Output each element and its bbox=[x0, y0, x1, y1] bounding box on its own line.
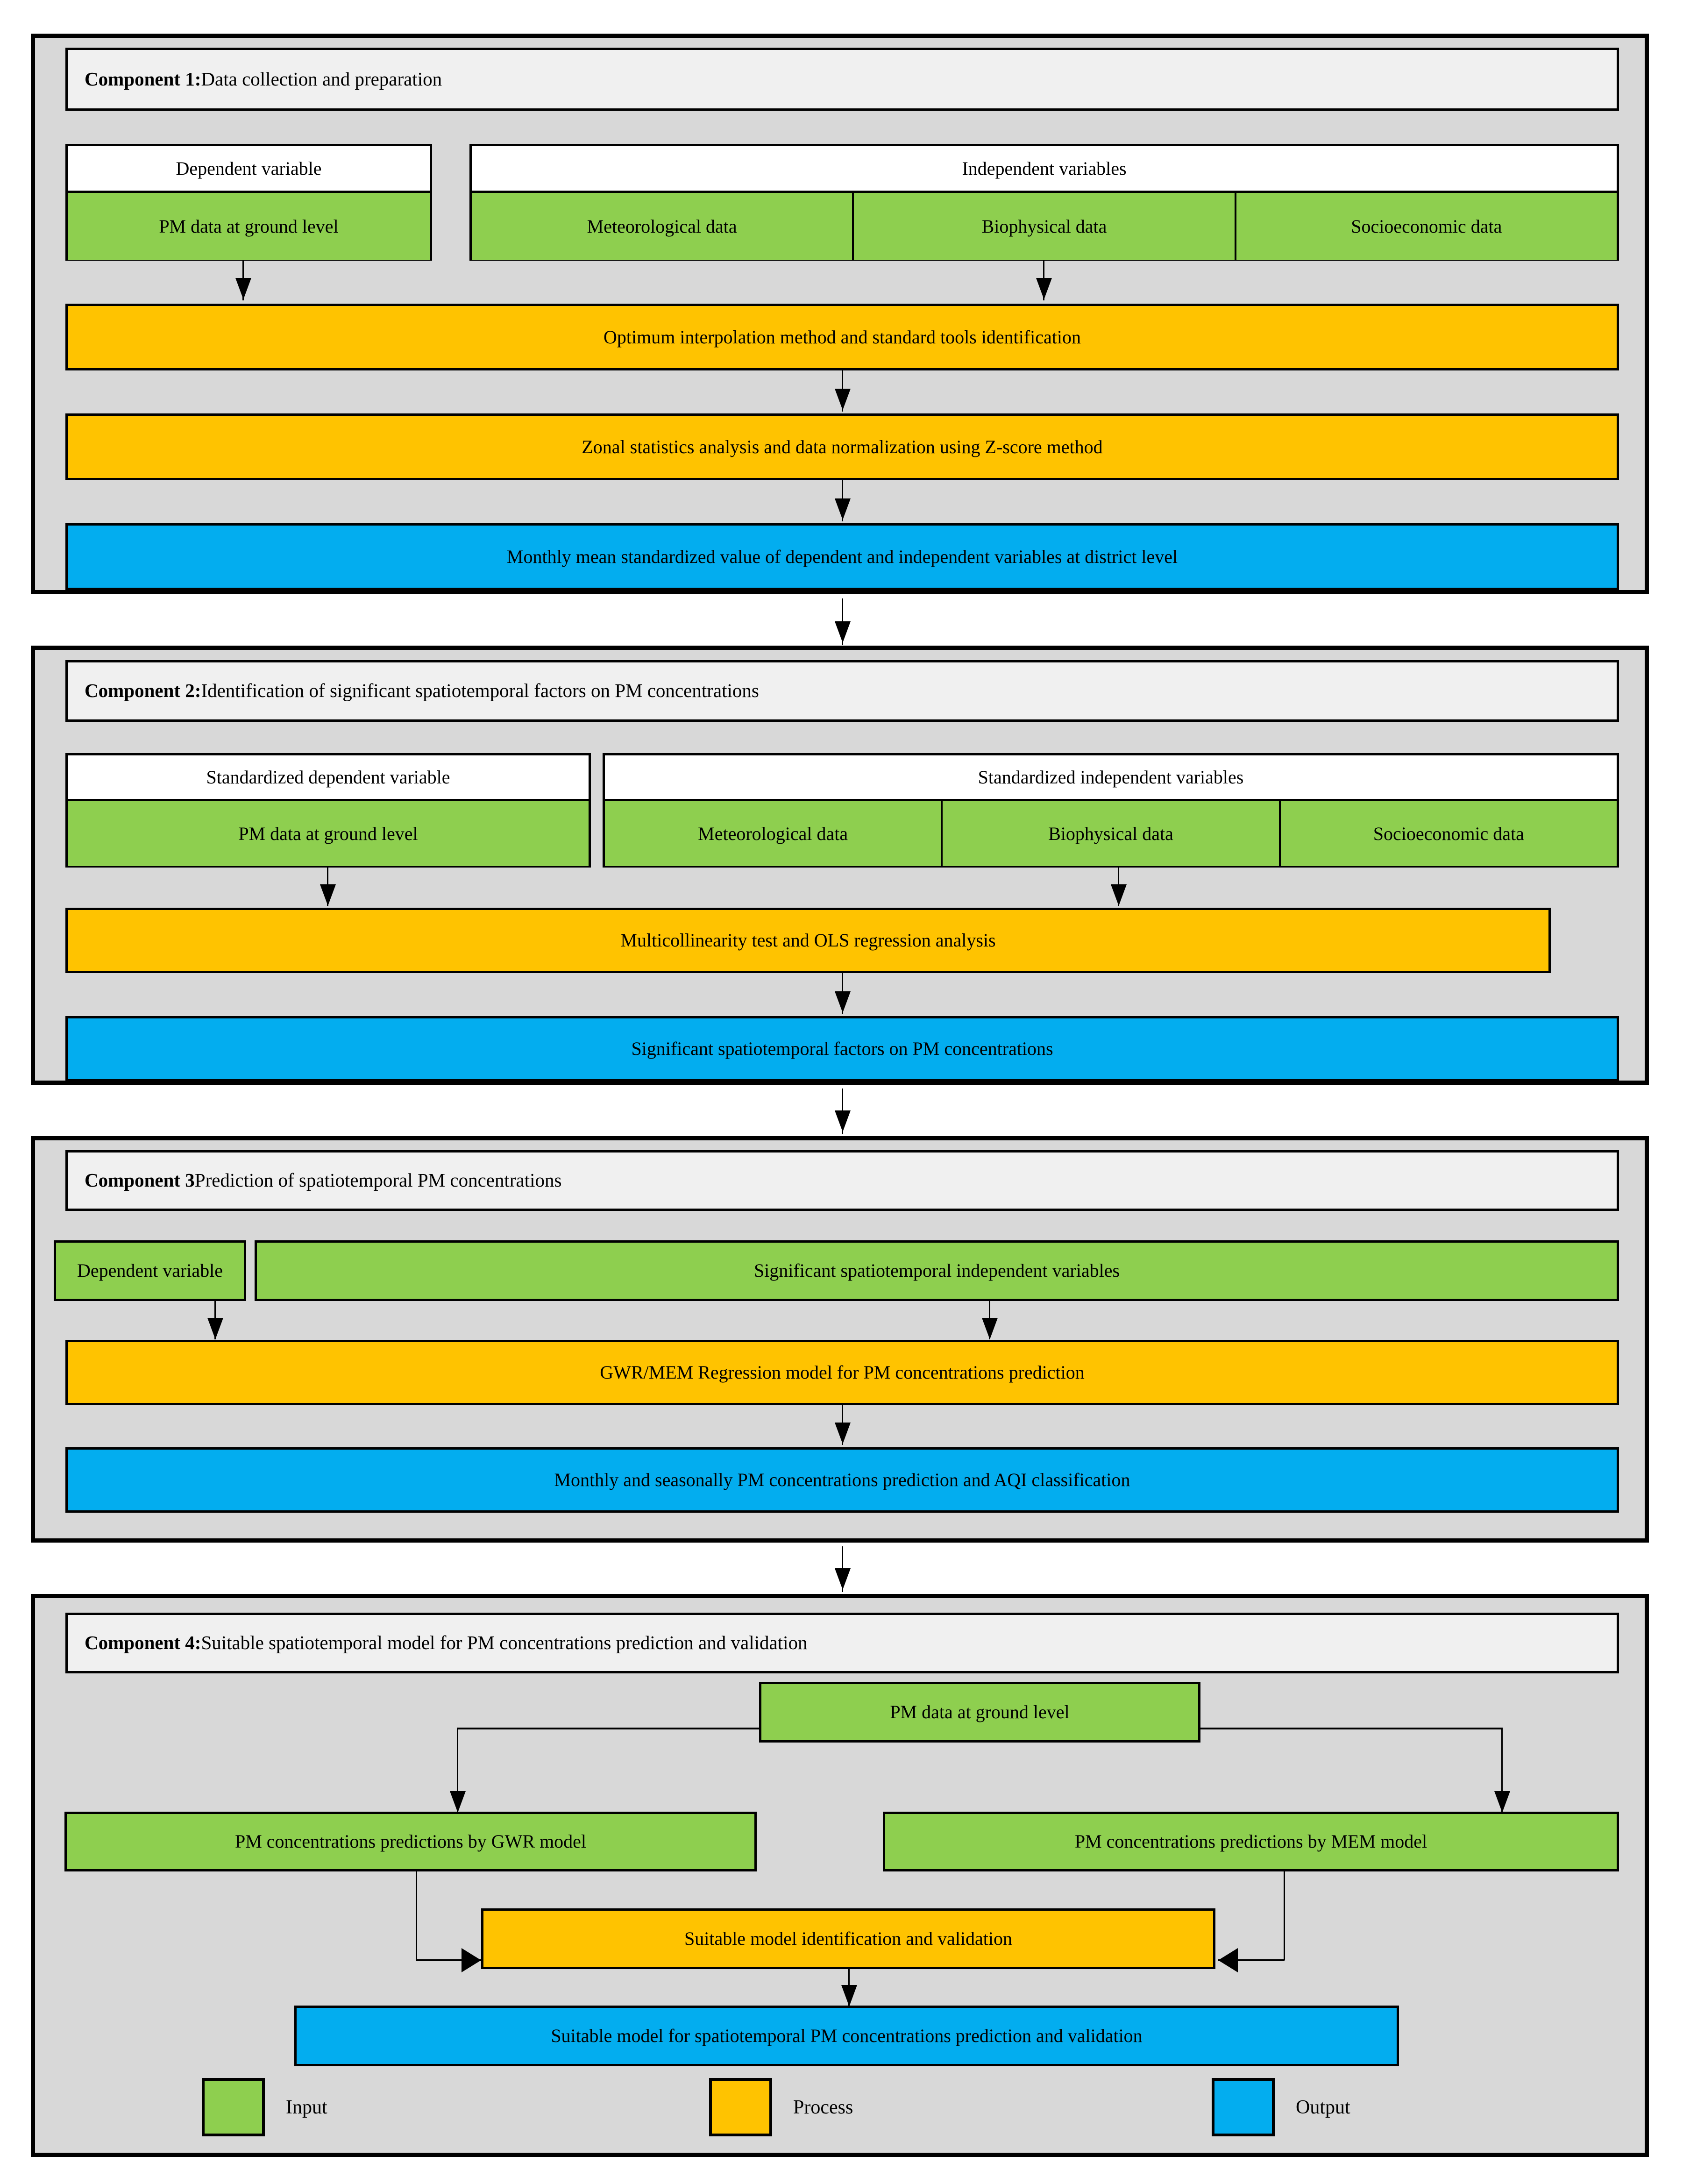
arrowhead-c2-indep bbox=[1111, 884, 1127, 906]
component-1-independent-item-1: Meteorological data bbox=[472, 193, 854, 260]
legend-swatch-output bbox=[1212, 2078, 1275, 2136]
component-3-header: Component 3 Prediction of spatiotemporal… bbox=[65, 1150, 1619, 1211]
connector-c4-mem-h bbox=[1218, 1959, 1285, 1961]
legend-label-process: Process bbox=[793, 2096, 853, 2118]
component-1-dependent-item: PM data at ground level bbox=[68, 193, 430, 260]
connector-c4-source-left-h bbox=[457, 1728, 760, 1729]
connector-c4-gwr-v bbox=[416, 1871, 417, 1960]
component-1-dependent-caption: Dependent variable bbox=[68, 146, 430, 193]
component-4-output-1: Suitable model for spatiotemporal PM con… bbox=[294, 2006, 1399, 2066]
component-1-title-rest: Data collection and preparation bbox=[201, 68, 442, 90]
component-2-process-1: Multicollinearity test and OLS regressio… bbox=[65, 908, 1551, 973]
component-4-source: PM data at ground level bbox=[759, 1682, 1200, 1743]
arrowhead-c3-p1-out bbox=[835, 1423, 851, 1444]
component-1-output-1: Monthly mean standardized value of depen… bbox=[65, 523, 1619, 590]
component-4-branch-gwr: PM concentrations predictions by GWR mod… bbox=[64, 1812, 757, 1871]
component-4-branch-mem: PM concentrations predictions by MEM mod… bbox=[883, 1812, 1619, 1871]
arrowhead-c2-p1-out bbox=[835, 991, 851, 1013]
component-3-title-bold: Component 3 bbox=[85, 1169, 195, 1191]
component-2-independent-item-2: Biophysical data bbox=[943, 801, 1281, 866]
component-4-header: Component 4: Suitable spatiotemporal mod… bbox=[65, 1613, 1619, 1673]
component-3-process-1: GWR/MEM Regression model for PM concentr… bbox=[65, 1340, 1619, 1405]
component-1-independent-group: Independent variables Meteorological dat… bbox=[469, 144, 1619, 261]
arrowhead-c2-c3 bbox=[835, 1110, 851, 1132]
arrowhead-c4-gwr bbox=[450, 1791, 466, 1813]
component-1-independent-item-3: Socioeconomic data bbox=[1236, 193, 1617, 260]
component-1-dependent-group: Dependent variable PM data at ground lev… bbox=[65, 144, 432, 261]
component-1-independent-item-2: Biophysical data bbox=[854, 193, 1236, 260]
arrowhead-c4-p1-out bbox=[841, 1985, 857, 2006]
component-3-output-1: Monthly and seasonally PM concentrations… bbox=[65, 1447, 1619, 1513]
component-2-independent-group: Standardized independent variables Meteo… bbox=[603, 753, 1619, 868]
arrowhead-c3-c4 bbox=[835, 1568, 851, 1590]
component-4-process-1: Suitable model identification and valida… bbox=[481, 1908, 1215, 1969]
legend-swatch-process bbox=[709, 2078, 772, 2136]
arrowhead-c2-dep bbox=[320, 884, 336, 906]
component-3-title-rest: Prediction of spatiotemporal PM concentr… bbox=[194, 1169, 562, 1191]
arrowhead-c4-mem bbox=[1494, 1791, 1510, 1813]
component-1-header: Component 1: Data collection and prepara… bbox=[65, 48, 1619, 111]
arrowhead-c1-p2-out bbox=[835, 498, 851, 520]
connector-c4-source-right-h bbox=[1199, 1728, 1503, 1729]
component-1-process-2: Zonal statistics analysis and data norma… bbox=[65, 413, 1619, 480]
connector-c4-source-right-v bbox=[1501, 1728, 1503, 1813]
component-2-title-rest: Identification of significant spatiotemp… bbox=[201, 680, 759, 702]
component-2-dependent-group: Standardized dependent variable PM data … bbox=[65, 753, 591, 868]
component-2-independent-item-3: Socioeconomic data bbox=[1280, 801, 1617, 866]
component-4-title-bold: Component 4: bbox=[85, 1632, 201, 1654]
arrowhead-c1-c2 bbox=[835, 621, 851, 643]
arrowhead-c1-indep bbox=[1036, 278, 1052, 299]
component-3-input-2: Significant spatiotemporal independent v… bbox=[255, 1240, 1619, 1301]
legend-label-input: Input bbox=[286, 2096, 327, 2118]
legend-swatch-input bbox=[202, 2078, 265, 2136]
arrowhead-c3-in1 bbox=[207, 1318, 223, 1339]
connector-c4-source-left-v bbox=[457, 1728, 458, 1813]
component-2-independent-item-1: Meteorological data bbox=[605, 801, 943, 866]
component-3-input-1: Dependent variable bbox=[54, 1240, 246, 1301]
component-4-panel bbox=[31, 1594, 1649, 2157]
arrowhead-c3-in2 bbox=[982, 1318, 998, 1339]
component-2-title-bold: Component 2: bbox=[85, 680, 201, 702]
component-1-title-bold: Component 1: bbox=[85, 68, 201, 90]
component-4-title-rest: Suitable spatiotemporal model for PM con… bbox=[201, 1632, 808, 1654]
component-2-dependent-item: PM data at ground level bbox=[68, 801, 589, 866]
component-2-dependent-caption: Standardized dependent variable bbox=[68, 755, 589, 801]
component-1-process-1: Optimum interpolation method and standar… bbox=[65, 304, 1619, 370]
connector-c4-gwr-h bbox=[416, 1959, 481, 1961]
arrowhead-c4-proc-left bbox=[462, 1948, 481, 1972]
component-1-independent-caption: Independent variables bbox=[472, 146, 1617, 193]
arrowhead-c1-p1-p2 bbox=[835, 389, 851, 410]
arrowhead-c4-proc-right bbox=[1218, 1948, 1238, 1972]
component-2-independent-caption: Standardized independent variables bbox=[605, 755, 1617, 801]
arrowhead-c1-dep bbox=[235, 278, 251, 299]
component-2-output-1: Significant spatiotemporal factors on PM… bbox=[65, 1016, 1619, 1081]
legend-label-output: Output bbox=[1296, 2096, 1350, 2118]
component-2-header: Component 2: Identification of significa… bbox=[65, 660, 1619, 722]
connector-c4-mem-v bbox=[1284, 1871, 1285, 1960]
